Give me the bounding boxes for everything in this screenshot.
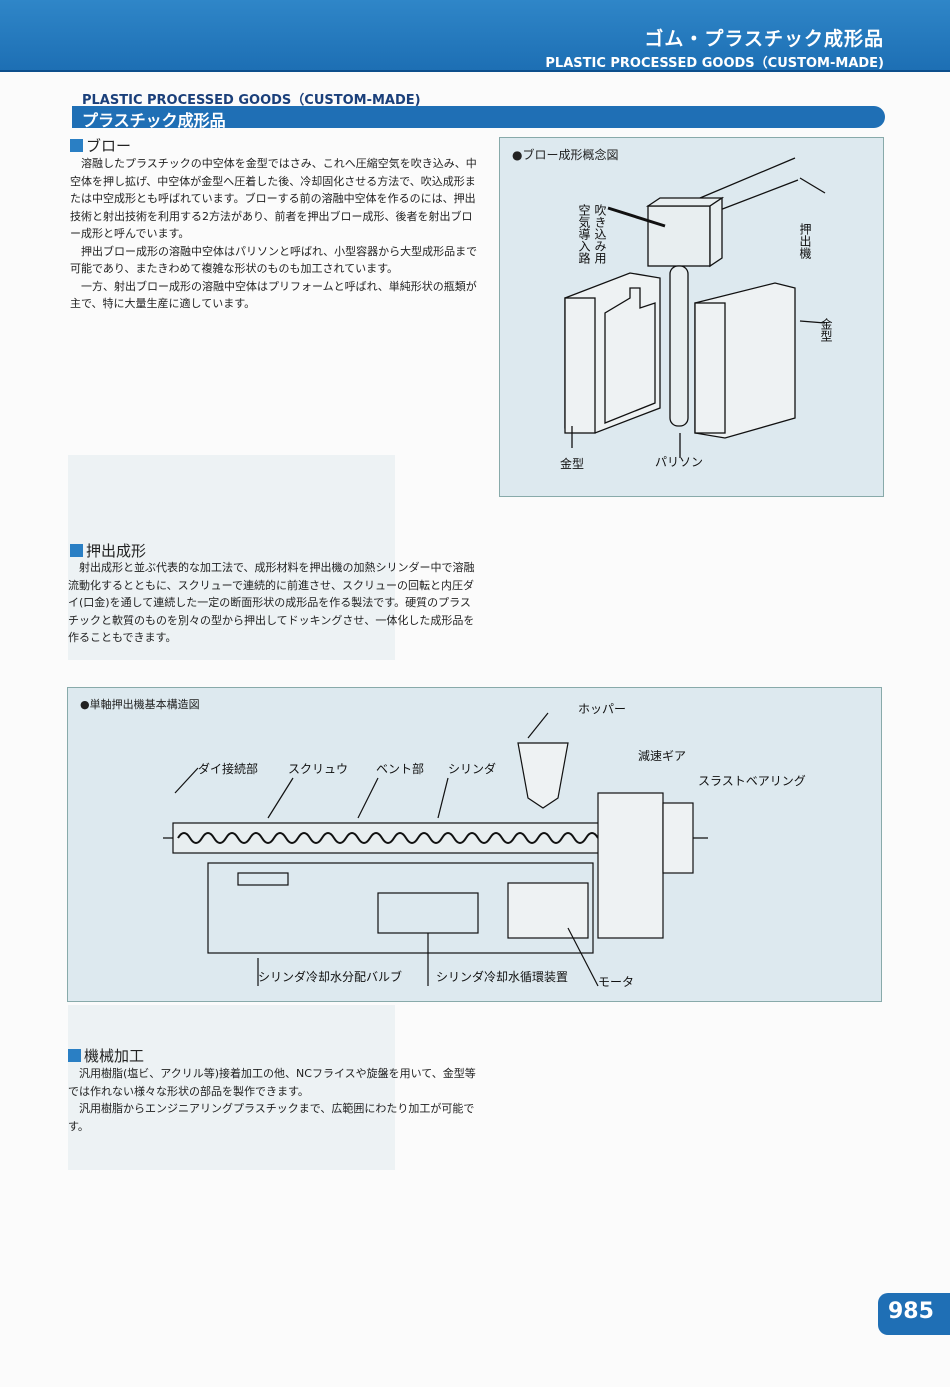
blow-text: 溶融したプラスチックの中空体を金型ではさみ、これへ圧縮空気を吹き込み、中空体を押… <box>70 155 480 313</box>
heading-text: ブロー <box>86 137 132 155</box>
extrusion-text: 射出成形と並ぶ代表的な加工法で、成形材料を押出機の加熱シリンダー中で溶融流動化す… <box>68 559 480 647</box>
label-screw: スクリュウ <box>288 762 348 776</box>
label-mold-left: 金型 <box>560 456 584 471</box>
square-bullet-icon <box>70 139 83 152</box>
page-number: 985 <box>878 1293 950 1335</box>
figure-title: ●ブロー成形概念図 <box>512 148 619 162</box>
heading-text: 機械加工 <box>84 1047 145 1065</box>
extruder-diagram: ●単軸押出機基本構造図 ホッパー 減速ギア スラストベアリング ダイ接続部 スク… <box>67 687 882 1002</box>
label-vent: ベント部 <box>376 761 424 776</box>
page-header: ゴム・プラスチック成形品 PLASTIC PROCESSED GOODS（CUS… <box>0 0 950 72</box>
blow-heading: ブロー <box>70 135 131 156</box>
label-extruder: 押出機 <box>798 223 812 259</box>
label-die: ダイ接続部 <box>198 761 258 776</box>
label-motor: モータ <box>598 975 634 989</box>
label-thrust: スラストベアリング <box>698 774 806 788</box>
machining-text: 汎用樹脂(塩ビ、アクリル等)接着加工の他、NCフライスや旋盤を用いて、金型等では… <box>68 1065 480 1135</box>
section-bar: プラスチック成形品 <box>72 106 885 130</box>
header-title-jp: ゴム・プラスチック成形品 <box>644 28 884 50</box>
label-mold-right: 金型 <box>819 317 833 342</box>
label-air: 空気導入路 <box>577 204 591 265</box>
square-bullet-icon <box>70 544 83 557</box>
paragraph: 汎用樹脂からエンジニアリングプラスチックまで、広範囲にわたり加工が可能です。 <box>68 1102 475 1133</box>
label-circulation: シリンダ冷却水循環装置 <box>436 969 568 984</box>
label-valve: シリンダ冷却水分配バルブ <box>258 969 402 984</box>
figure-title: ●単軸押出機基本構造図 <box>80 698 200 711</box>
section-title-jp: プラスチック成形品 <box>82 111 226 130</box>
header-title-en: PLASTIC PROCESSED GOODS（CUSTOM-MADE) <box>545 56 884 71</box>
faded-photo <box>68 1005 395 1170</box>
paragraph: 溶融したプラスチックの中空体を金型ではさみ、これへ圧縮空気を吹き込み、中空体を押… <box>70 157 477 240</box>
paragraph: 射出成形と並ぶ代表的な加工法で、成形材料を押出機の加熱シリンダー中で溶融流動化す… <box>68 561 475 644</box>
label-parison: パリソン <box>655 455 703 469</box>
machining-heading: 機械加工 <box>68 1045 144 1066</box>
blow-molding-diagram: ●ブロー成形概念図 吹き込み用 空気導入路 押出機 金型 金型 パリソン <box>499 137 884 497</box>
extrusion-heading: 押出成形 <box>70 540 146 561</box>
label-cylinder: シリンダ <box>448 761 496 776</box>
square-bullet-icon <box>68 1049 81 1062</box>
section-title-en: PLASTIC PROCESSED GOODS（CUSTOM-MADE) <box>82 93 421 108</box>
paragraph: 押出ブロー成形の溶融中空体はパリソンと呼ばれ、小型容器から大型成形品まで可能であ… <box>70 244 478 276</box>
label-gear: 減速ギア <box>638 748 686 763</box>
paragraph: 一方、射出ブロー成形の溶融中空体はプリフォームと呼ばれ、単純形状の瓶類が主で、特… <box>70 279 477 311</box>
paragraph: 汎用樹脂(塩ビ、アクリル等)接着加工の他、NCフライスや旋盤を用いて、金型等では… <box>68 1067 476 1098</box>
heading-text: 押出成形 <box>86 542 147 560</box>
faded-photo <box>68 455 395 660</box>
label-blow: 吹き込み用 <box>593 204 607 265</box>
label-hopper: ホッパー <box>578 702 626 716</box>
